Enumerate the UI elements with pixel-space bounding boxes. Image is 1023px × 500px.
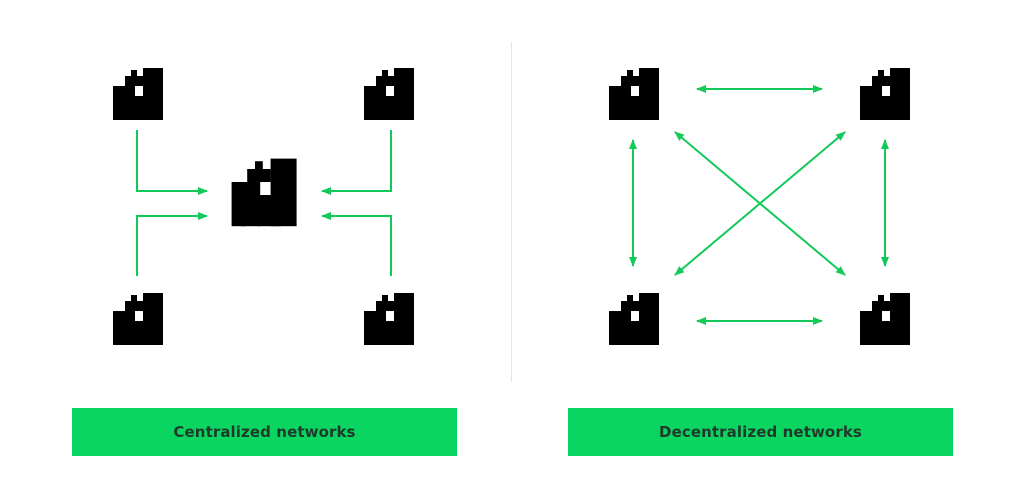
arrow-top-left-to-center — [136, 130, 208, 195]
centralized-network — [111, 68, 416, 345]
building-icon — [607, 293, 661, 345]
arrow-bottom-right-to-center — [321, 212, 392, 276]
arrow-bottom-left-to-center — [136, 212, 208, 276]
arrow-top-right-to-center — [321, 130, 392, 195]
centralized-networks-label: Centralized networks — [72, 408, 457, 456]
building-icon — [111, 68, 165, 120]
building-icon — [858, 293, 912, 345]
decentralized-network — [607, 68, 912, 345]
building-icon — [362, 68, 416, 120]
building-icon — [111, 293, 165, 345]
building-icon — [362, 293, 416, 345]
decentralized-networks-label: Decentralized networks — [568, 408, 953, 456]
arrow-top-right-bottom-left — [674, 131, 846, 276]
building-icon — [229, 158, 300, 227]
building-icon — [858, 68, 912, 120]
building-icon — [607, 68, 661, 120]
